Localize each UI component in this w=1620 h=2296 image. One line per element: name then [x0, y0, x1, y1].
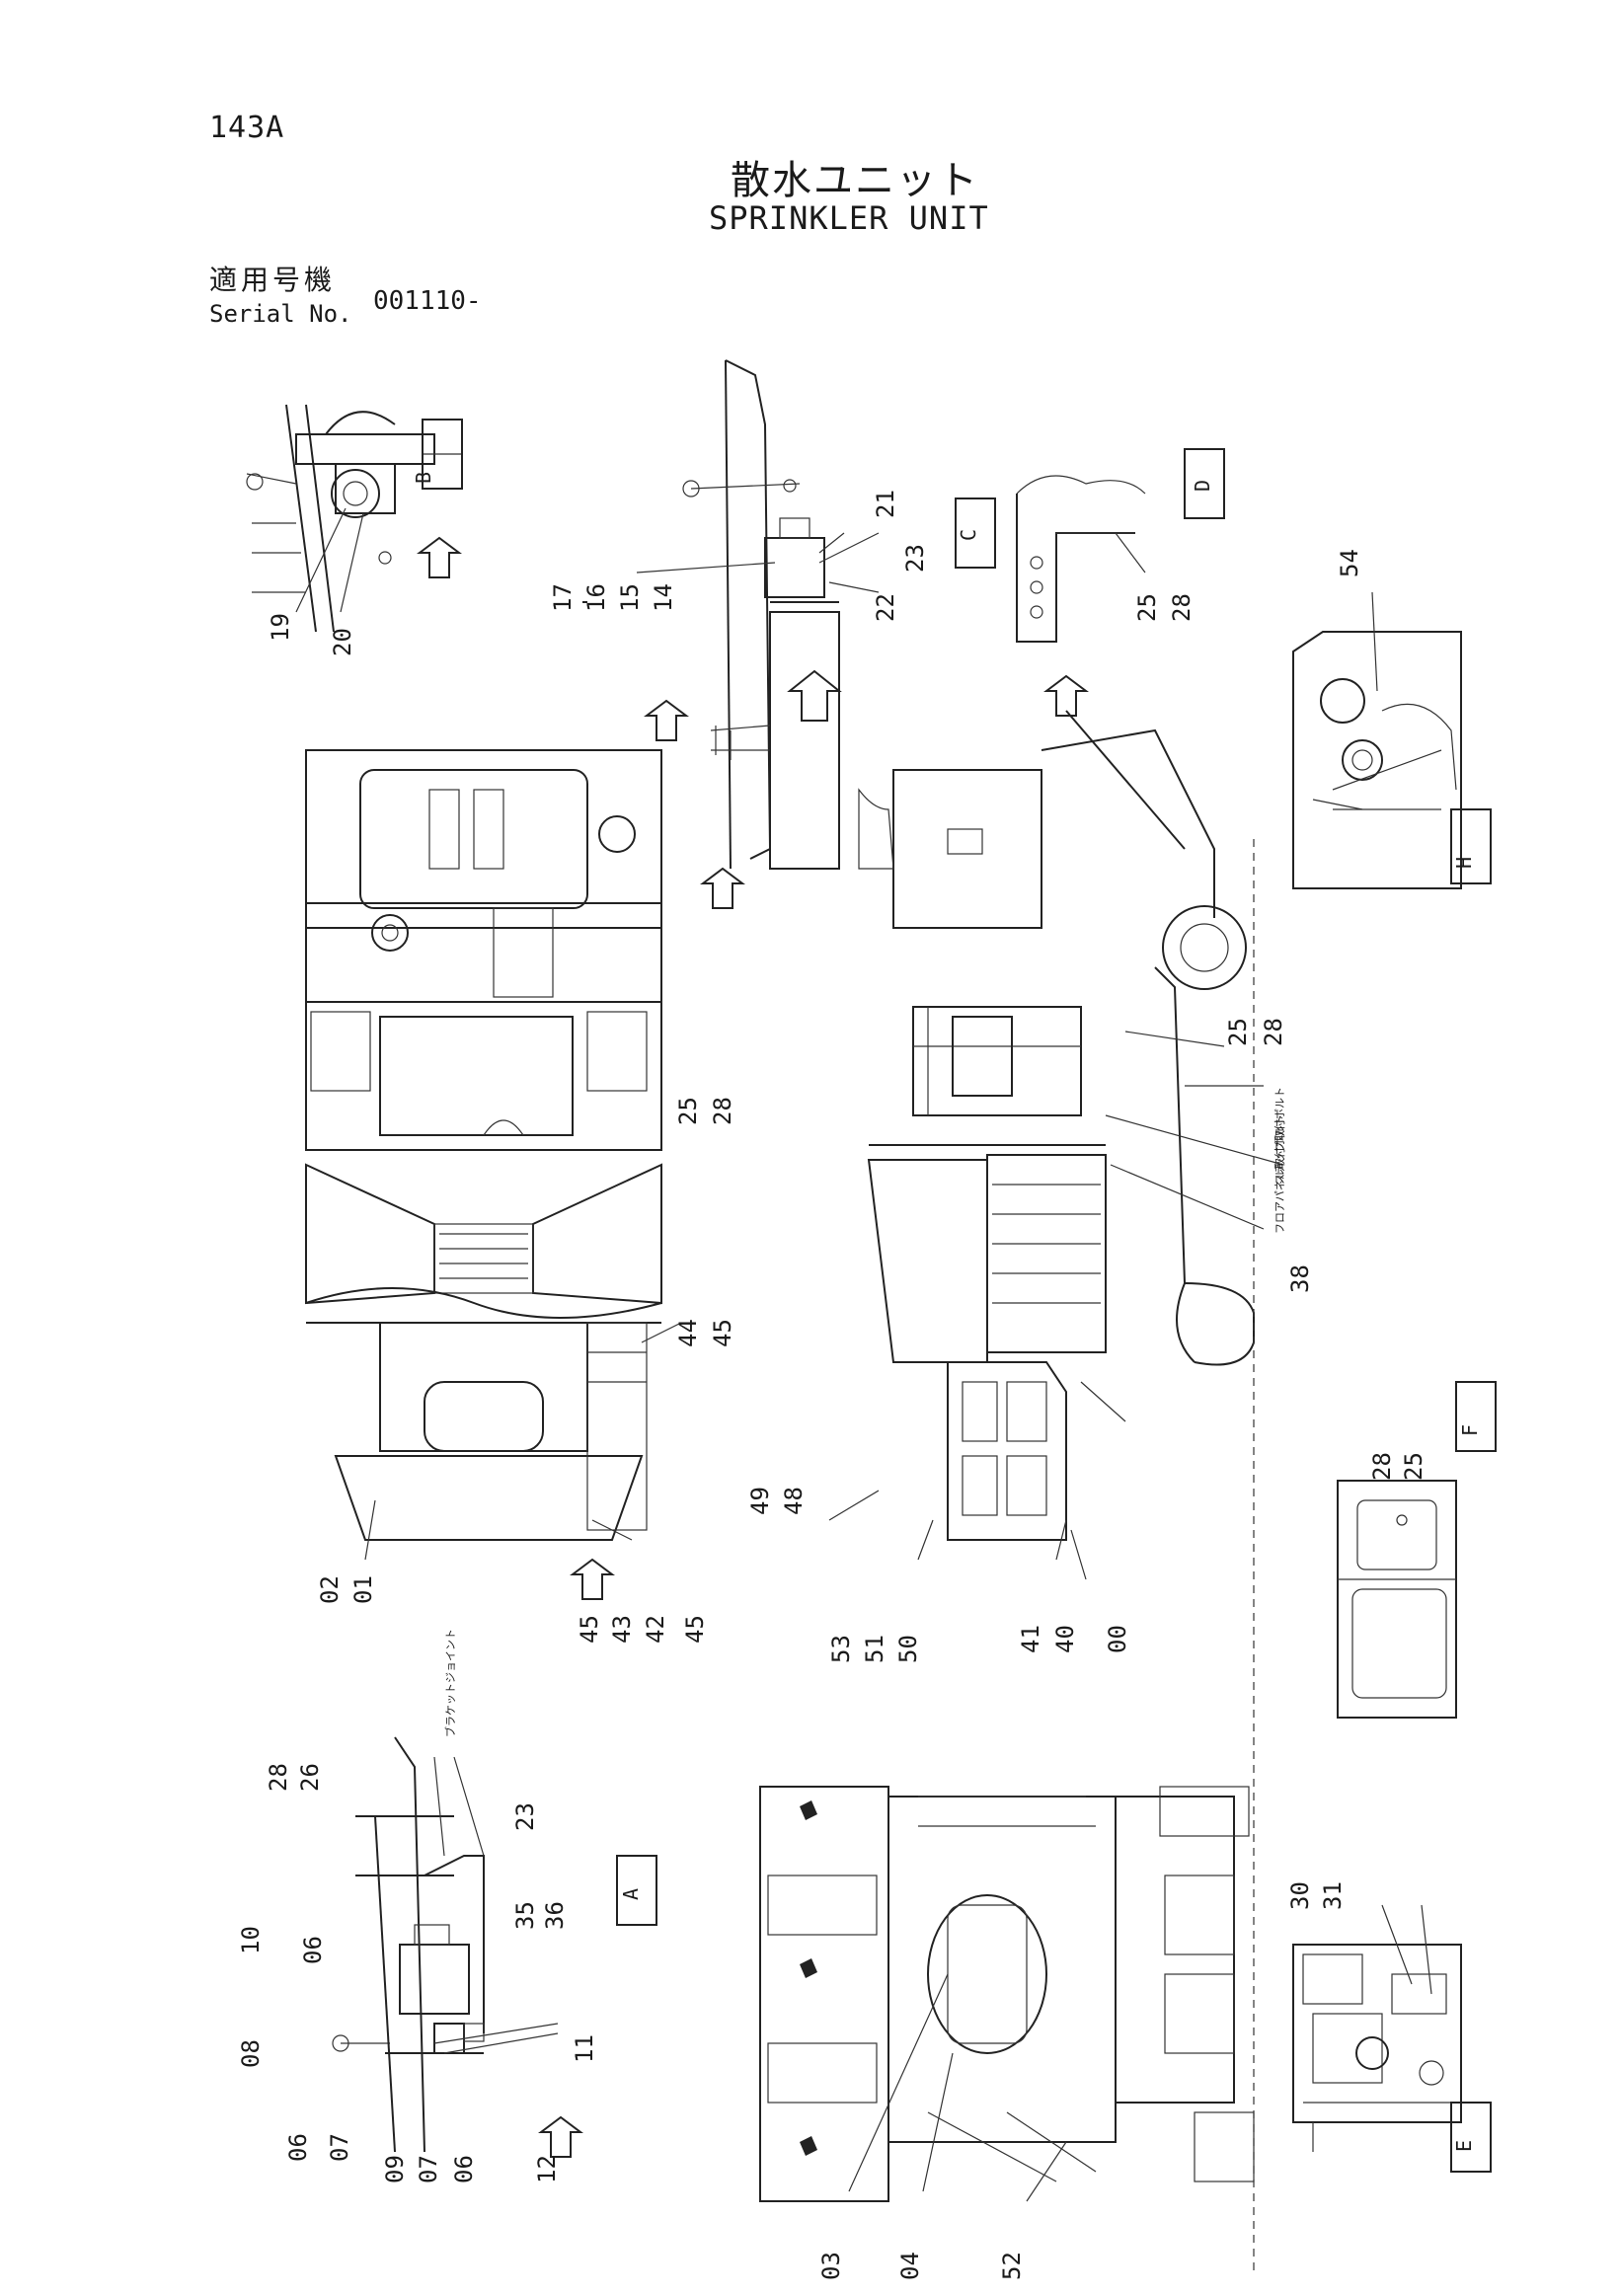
callout-01: 01 [349, 1575, 377, 1604]
callout-25-d: 25 [1133, 593, 1161, 622]
view-f-detail [1337, 1480, 1457, 1719]
callout-23: 23 [901, 544, 929, 573]
callout-35: 35 [511, 1901, 539, 1930]
view-a-detail [332, 1736, 583, 2158]
view-tag-boxes [422, 419, 1497, 2173]
callout-43: 43 [608, 1615, 636, 1644]
callout-23-a: 23 [511, 1802, 539, 1831]
view-h-detail [1292, 591, 1462, 889]
callout-06-right: 06 [450, 2155, 478, 2183]
callout-42: 42 [642, 1615, 669, 1644]
view-f-tag: F [1458, 1424, 1482, 1436]
main-side-view [828, 674, 1284, 2270]
callout-51: 51 [861, 1635, 888, 1663]
callout-53: 53 [827, 1635, 855, 1663]
note-floor-plate: フロアパネル取付ボルト [1273, 1114, 1286, 1234]
callout-11: 11 [571, 2034, 598, 2063]
callout-15: 15 [616, 583, 644, 612]
serial-label: Serial No. [209, 300, 352, 328]
callout-08: 08 [237, 2039, 265, 2068]
callout-28-plan: 28 [709, 1097, 736, 1125]
view-d-tag: D [1191, 480, 1214, 492]
callout-03: 03 [817, 2252, 845, 2280]
callout-12: 12 [533, 2155, 561, 2183]
callout-26: 26 [296, 1763, 324, 1792]
callout-16: 16 [582, 583, 610, 612]
main-plan-view [305, 601, 745, 1600]
callout-21: 21 [872, 490, 899, 518]
callout-38: 38 [1286, 1264, 1314, 1293]
callout-36: 36 [541, 1901, 569, 1930]
callout-49: 49 [746, 1487, 774, 1515]
serial-label-japanese: 適用号機 [209, 264, 337, 296]
callout-25-f: 25 [1400, 1452, 1427, 1481]
callout-14: 14 [650, 583, 677, 612]
callout-45-a: 45 [709, 1319, 736, 1347]
view-d-detail [1016, 475, 1146, 643]
page-title: SPRINKLER UNIT [709, 199, 989, 237]
callout-28-d: 28 [1168, 593, 1196, 622]
callout-28-a: 28 [265, 1763, 292, 1792]
callout-28-side: 28 [1260, 1018, 1287, 1046]
callout-25-side: 25 [1224, 1018, 1252, 1046]
callout-19: 19 [267, 613, 294, 642]
bottom-plan-view [759, 1786, 1255, 2202]
view-h-tag: H [1452, 857, 1476, 869]
callout-52: 52 [998, 2252, 1026, 2280]
callout-44: 44 [674, 1319, 702, 1347]
callout-48: 48 [780, 1487, 808, 1515]
page-title-japanese: 散水ユニット [731, 158, 979, 203]
note-side-plate: ステップ取付ボルト [1273, 1087, 1286, 1185]
view-e-detail [1292, 1904, 1462, 2152]
callout-54: 54 [1336, 549, 1363, 577]
callout-00: 00 [1104, 1625, 1131, 1653]
callout-04: 04 [896, 2252, 924, 2280]
callout-10: 10 [237, 1926, 265, 1954]
callout-28-f: 28 [1368, 1452, 1396, 1481]
serial-number: 001110- [373, 286, 482, 316]
callout-31: 31 [1319, 1881, 1347, 1910]
note-joint: ブラケットジョイント [443, 1629, 457, 1737]
callout-30: 30 [1286, 1881, 1314, 1910]
callout-07-left: 07 [326, 2133, 353, 2162]
view-b-detail [246, 404, 463, 633]
callout-09: 09 [381, 2155, 409, 2183]
callout-45-c: 45 [681, 1615, 709, 1644]
page-number: 143A [209, 111, 285, 145]
view-a-tag: A [619, 1888, 643, 1900]
callout-25-plan: 25 [674, 1097, 702, 1125]
callout-17: 17 [549, 583, 577, 612]
callout-50: 50 [894, 1635, 922, 1663]
callout-40: 40 [1051, 1625, 1079, 1653]
callout-45-b: 45 [576, 1615, 603, 1644]
callout-22: 22 [872, 593, 899, 622]
view-e-tag: E [1452, 2140, 1476, 2152]
callout-20: 20 [329, 628, 356, 656]
callout-41: 41 [1017, 1625, 1044, 1653]
callout-06-top: 06 [299, 1936, 327, 1964]
callout-02: 02 [316, 1575, 344, 1604]
view-c-tag: C [957, 529, 980, 541]
callout-06-left: 06 [284, 2133, 312, 2162]
view-c-detail [636, 359, 880, 870]
callout-07-right: 07 [415, 2155, 442, 2183]
